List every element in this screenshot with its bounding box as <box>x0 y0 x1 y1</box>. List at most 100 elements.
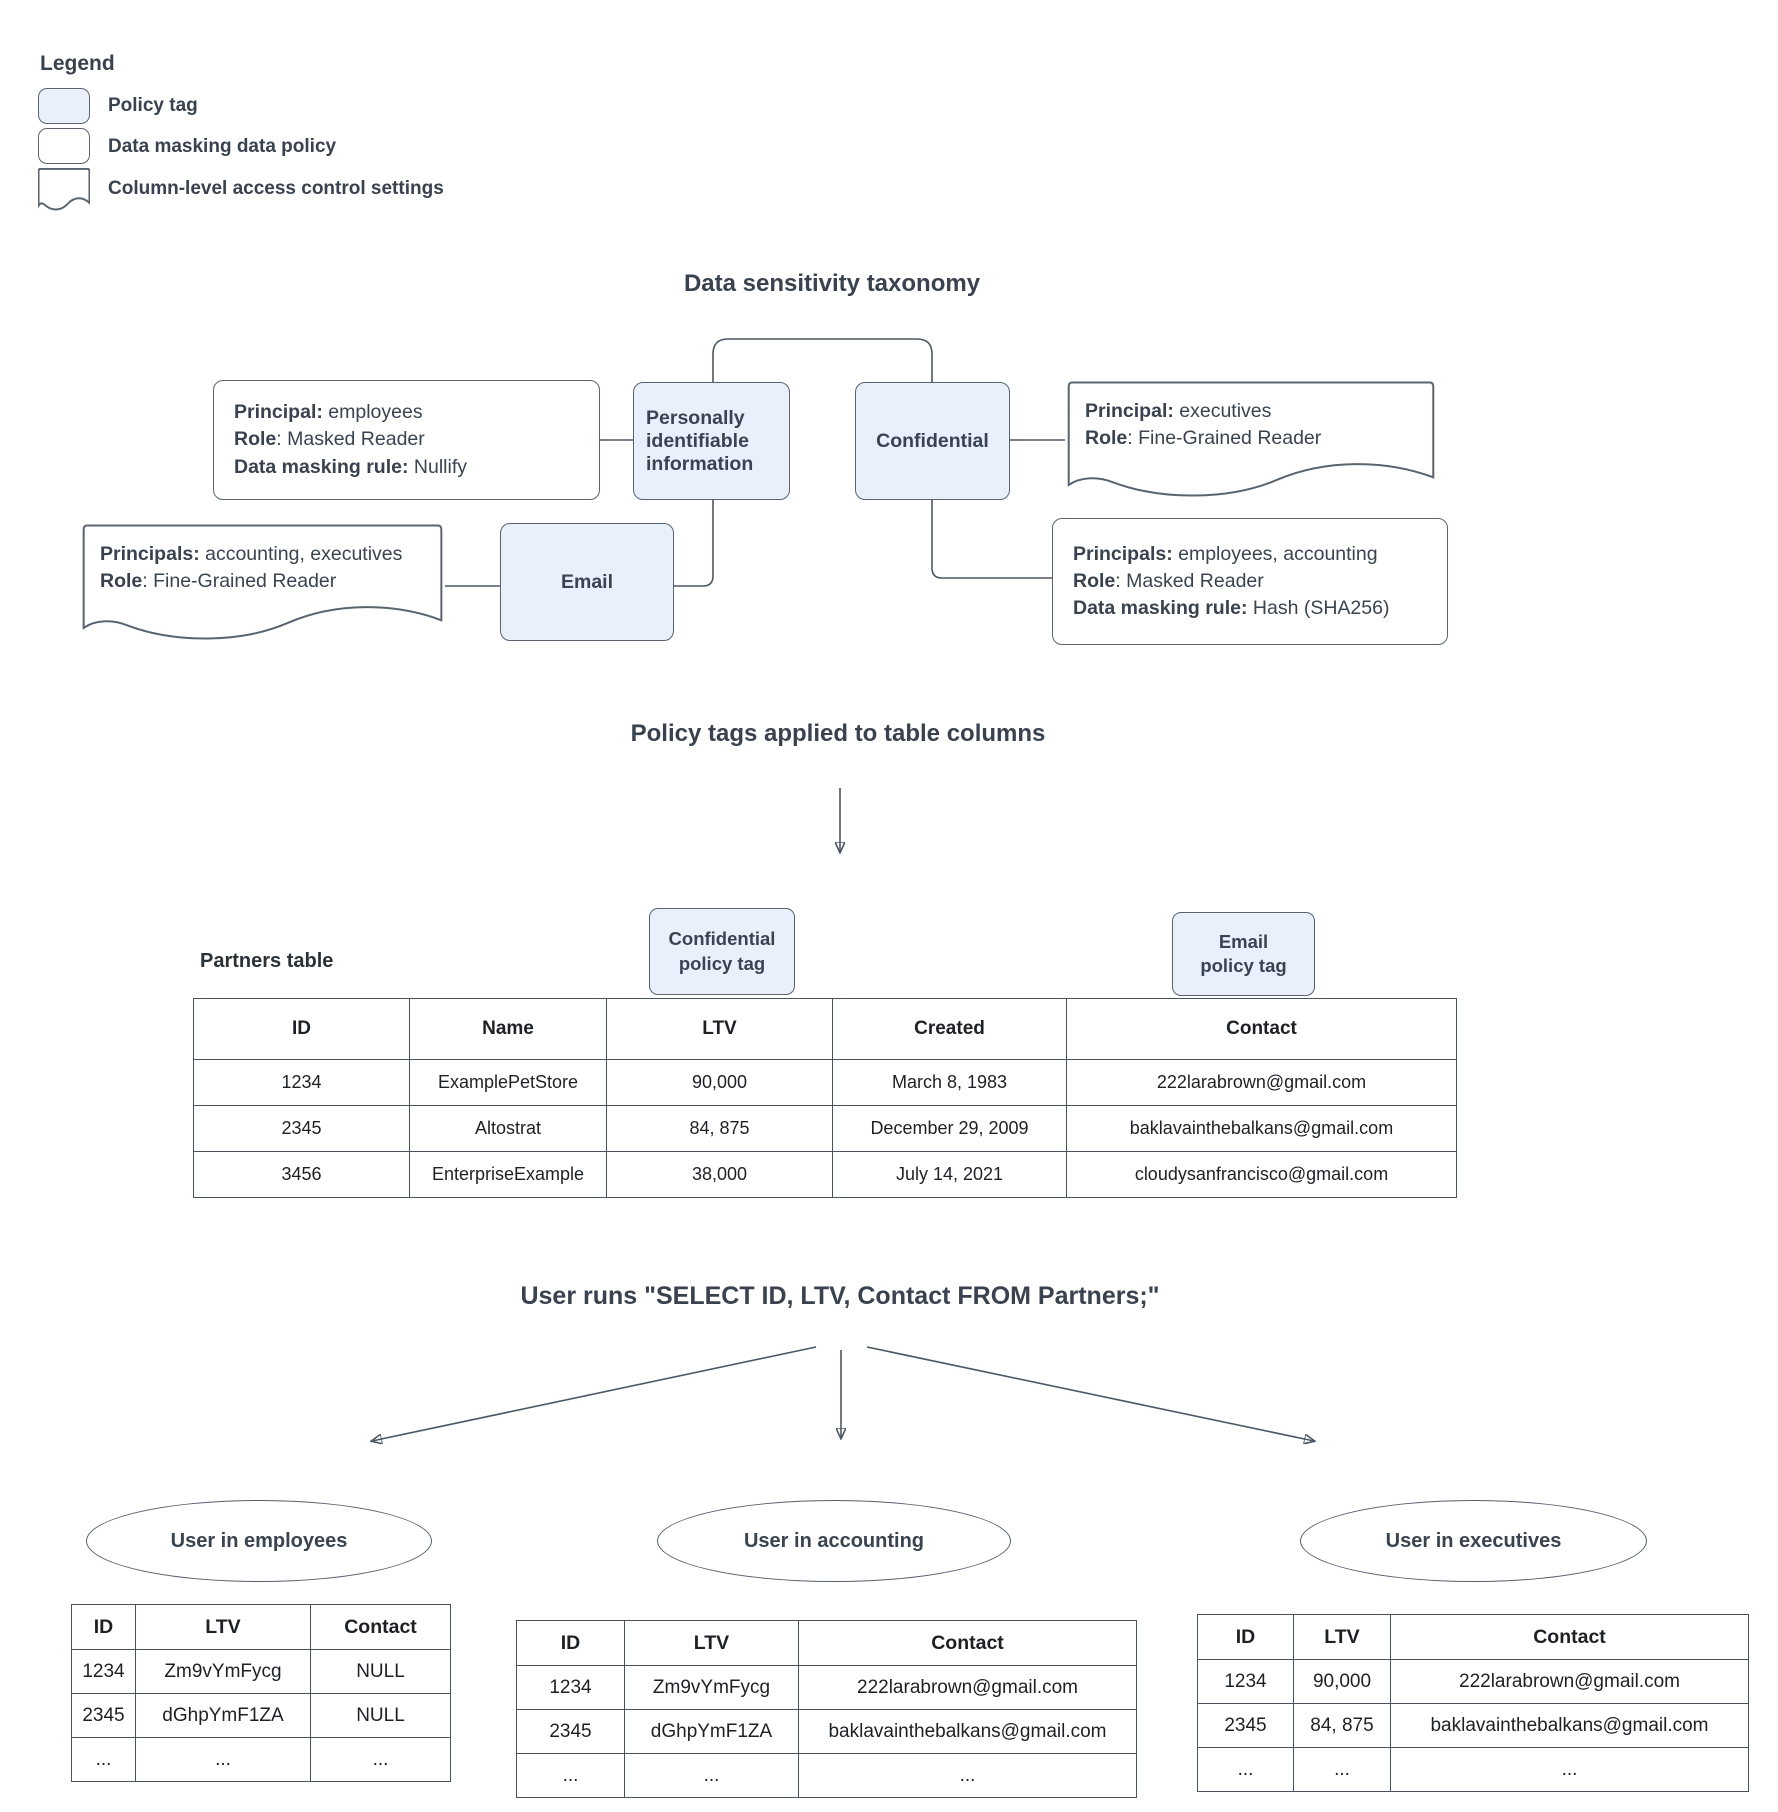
table-cell: ... <box>624 1753 799 1798</box>
table-cell: 38,000 <box>606 1151 833 1198</box>
arrow-to-executives-result <box>866 1346 1314 1441</box>
confidential-policy-tag-label: Confidential <box>876 429 989 452</box>
column-access-document-swatch <box>38 168 90 214</box>
table-cell: 2345 <box>516 1709 625 1754</box>
table-cell: July 14, 2021 <box>832 1151 1067 1198</box>
column-header: Contact <box>1066 998 1457 1060</box>
policy-line: Data masking rule: Hash (SHA256) <box>1073 597 1390 620</box>
table-cell: ExamplePetStore <box>409 1059 607 1106</box>
table-cell: baklavainthebalkans@gmail.com <box>1390 1703 1749 1748</box>
table-cell: 222larabrown@gmail.com <box>1066 1059 1457 1106</box>
document-shape <box>38 168 90 214</box>
data-masking-policy-swatch <box>38 128 90 164</box>
table-cell: 1234 <box>1197 1659 1294 1704</box>
table-cell: baklavainthebalkans@gmail.com <box>798 1709 1137 1754</box>
table-cell: ... <box>516 1753 625 1798</box>
user-employees-oval: User in employees <box>86 1500 432 1582</box>
legend-item-data-masking: Data masking data policy <box>108 136 337 157</box>
connector-confidential-to-confidential-policy <box>931 500 1052 579</box>
table-cell: 1234 <box>71 1649 136 1694</box>
table-cell: 2345 <box>193 1105 410 1152</box>
table-cell: 84, 875 <box>1293 1703 1391 1748</box>
table-cell: baklavainthebalkans@gmail.com <box>1066 1105 1457 1152</box>
accounting-access-document: Principals: accounting, executives Role:… <box>80 523 445 651</box>
table-cell: NULL <box>310 1693 451 1738</box>
user-executives-oval: User in executives <box>1300 1500 1647 1582</box>
confidential-policy-tag: Confidential <box>855 382 1010 500</box>
table-cell: 222larabrown@gmail.com <box>1390 1659 1749 1704</box>
legend-item-policy-tag: Policy tag <box>108 95 198 116</box>
table-cell: ... <box>798 1753 1137 1798</box>
column-header: ID <box>193 998 410 1060</box>
table-cell: dGhpYmF1ZA <box>624 1709 799 1754</box>
table-cell: 3456 <box>193 1151 410 1198</box>
pii-policy-tag: Personally identifiable information <box>633 382 790 500</box>
table-cell: December 29, 2009 <box>832 1105 1067 1152</box>
table-cell: NULL <box>310 1649 451 1694</box>
document-shape <box>1065 380 1437 508</box>
table-cell: 222larabrown@gmail.com <box>798 1665 1137 1710</box>
table-cell: EnterpriseExample <box>409 1151 607 1198</box>
legend-title: Legend <box>40 52 115 75</box>
table-cell: ... <box>1390 1747 1749 1792</box>
applied-section-title: Policy tags applied to table columns <box>630 720 1046 747</box>
partners-table-label: Partners table <box>200 950 334 972</box>
column-header: Contact <box>310 1604 451 1650</box>
connector-email-to-pii <box>674 500 714 587</box>
column-header: ID <box>516 1620 625 1666</box>
column-header: Contact <box>1390 1614 1749 1660</box>
column-header: Name <box>409 998 607 1060</box>
pii-policy-tag-label: Personally identifiable information <box>646 406 754 475</box>
executives-access-document: Principal: executives Role: Fine-Grained… <box>1065 380 1437 508</box>
user-accounting-oval: User in accounting <box>657 1500 1011 1582</box>
confidential-masking-policy-box: Principals: employees, accounting Role: … <box>1052 518 1448 645</box>
column-header: LTV <box>624 1620 799 1666</box>
user-executives-label: User in executives <box>1385 1529 1562 1552</box>
policy-line: Role: Masked Reader <box>1073 569 1264 592</box>
policy-line: Principal: executives <box>1085 400 1272 422</box>
employees-masking-policy-box: Principal: employees Role: Masked Reader… <box>213 380 600 500</box>
confidential-column-chip: Confidential policy tag <box>649 908 795 995</box>
table-cell: 84, 875 <box>606 1105 833 1152</box>
table-cell: 90,000 <box>1293 1659 1391 1704</box>
policy-line: Role: Fine-Grained Reader <box>100 570 337 593</box>
email-policy-tag: Email <box>500 523 674 641</box>
policy-line: Role: Masked Reader <box>234 428 425 451</box>
table-cell: 2345 <box>71 1693 136 1738</box>
column-header: Contact <box>798 1620 1137 1666</box>
taxonomy-tree-connector <box>712 338 933 382</box>
user-employees-label: User in employees <box>170 1529 348 1552</box>
table-cell: ... <box>310 1737 451 1782</box>
column-header: LTV <box>135 1604 311 1650</box>
email-column-chip: Email policy tag <box>1172 912 1315 996</box>
taxonomy-title: Data sensitivity taxonomy <box>683 270 981 297</box>
table-cell: Zm9vYmFycg <box>624 1665 799 1710</box>
policy-line: Principals: accounting, executives <box>100 543 403 565</box>
table-cell: dGhpYmF1ZA <box>135 1693 311 1738</box>
table-cell: 90,000 <box>606 1059 833 1106</box>
table-cell: ... <box>1197 1747 1294 1792</box>
table-cell: cloudysanfrancisco@gmail.com <box>1066 1151 1457 1198</box>
user-accounting-label: User in accounting <box>743 1529 925 1552</box>
policy-line: Data masking rule: Nullify <box>234 455 467 478</box>
column-header: ID <box>1197 1614 1294 1660</box>
query-title: User runs "SELECT ID, LTV, Contact FROM … <box>520 1282 1160 1310</box>
chip-line: Confidential <box>668 928 776 950</box>
policy-line: Role: Fine-Grained Reader <box>1085 427 1322 450</box>
column-header: LTV <box>606 998 833 1060</box>
table-cell: ... <box>135 1737 311 1782</box>
document-shape <box>80 523 445 651</box>
chip-line: Email <box>1218 930 1269 952</box>
